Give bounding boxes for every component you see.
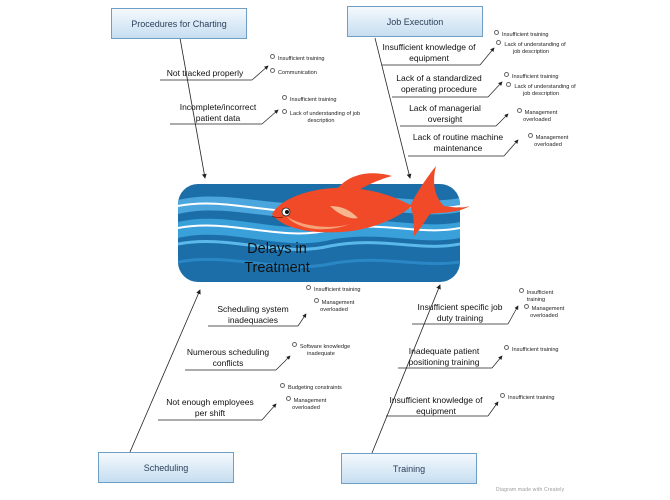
sub-cause: Insufficient training bbox=[282, 95, 337, 104]
bullet-icon bbox=[306, 285, 311, 290]
bullet-icon bbox=[280, 383, 285, 388]
problem-statement: Delays in Treatment bbox=[244, 241, 310, 276]
bullet-icon bbox=[504, 345, 509, 350]
bullet-icon bbox=[282, 95, 287, 100]
sub-cause: Lack of understanding of job description bbox=[502, 82, 580, 98]
sub-cause: Insufficient training bbox=[504, 72, 559, 81]
sub-cause: Insufficient training bbox=[500, 393, 555, 402]
cause-lack-of-managerial-oversight[interactable]: Lack of managerial oversight bbox=[409, 103, 481, 124]
sub-cause: Insufficient training bbox=[504, 345, 559, 354]
bullet-icon bbox=[270, 54, 275, 59]
sub-cause: Lack of understanding of job description bbox=[492, 40, 570, 56]
bullet-icon bbox=[494, 30, 499, 35]
sub-cause: Management overloaded bbox=[516, 304, 572, 320]
bullet-icon bbox=[523, 304, 529, 309]
bullet-icon bbox=[518, 288, 524, 293]
cause-insufficient-knowledge-of-equipment[interactable]: Insufficient knowledge of equipment bbox=[382, 42, 476, 63]
bullet-icon bbox=[500, 393, 505, 398]
cause-inadequate-positioning-training[interactable]: Inadequate patient positioning training bbox=[408, 346, 480, 367]
watermark: Diagram made with Creately bbox=[496, 487, 565, 493]
bullet-icon bbox=[527, 133, 533, 138]
sub-cause: Communication bbox=[270, 68, 317, 77]
bullet-icon bbox=[291, 342, 297, 347]
cause-numerous-scheduling-conflicts[interactable]: Numerous scheduling conflicts bbox=[186, 347, 270, 368]
main-bones bbox=[129, 37, 441, 454]
sub-cause: Insufficient training bbox=[270, 54, 325, 63]
bullet-icon bbox=[496, 40, 502, 45]
sub-cause: Insufficient training bbox=[516, 288, 556, 304]
cause-insufficient-job-duty-training[interactable]: Insufficient specific job duty training bbox=[417, 302, 503, 323]
cause-not-enough-employees[interactable]: Not enough employees per shift bbox=[166, 397, 254, 418]
category-training[interactable]: Training bbox=[341, 453, 477, 484]
sub-cause: Management overloaded bbox=[520, 133, 576, 149]
cause-lines bbox=[158, 47, 519, 421]
sub-cause: Management overloaded bbox=[306, 298, 362, 314]
sub-cause: Insufficient training bbox=[494, 30, 549, 39]
bullet-icon bbox=[313, 298, 319, 303]
bullet-icon bbox=[516, 108, 522, 113]
cause-lack-of-routine-maintenance[interactable]: Lack of routine machine maintenance bbox=[412, 132, 504, 153]
bullet-icon bbox=[504, 72, 509, 77]
cause-incomplete-patient-data[interactable]: Incomplete/incorrect patient data bbox=[179, 102, 257, 123]
sub-cause: Management overloaded bbox=[508, 108, 566, 124]
sub-cause: Management overloaded bbox=[278, 396, 334, 412]
sub-cause: Budgeting constraints bbox=[280, 383, 342, 392]
category-scheduling[interactable]: Scheduling bbox=[98, 452, 234, 483]
bullet-icon bbox=[270, 68, 275, 73]
cause-not-tracked-properly[interactable]: Not tracked properly bbox=[166, 68, 244, 78]
bullet-icon bbox=[281, 109, 287, 114]
sub-cause: Software knowledge inadequate bbox=[290, 342, 352, 358]
cause-insufficient-knowledge-equipment[interactable]: Insufficient knowledge of equipment bbox=[389, 395, 483, 416]
bullet-icon bbox=[506, 82, 512, 87]
cause-lack-of-standardized-procedure[interactable]: Lack of a standardized operating procedu… bbox=[396, 73, 482, 94]
sub-cause: Lack of understanding of job description bbox=[280, 109, 362, 125]
category-procedures-for-charting[interactable]: Procedures for Charting bbox=[111, 8, 247, 39]
cause-scheduling-system-inadequacies[interactable]: Scheduling system inadequacies bbox=[217, 304, 289, 325]
category-job-execution[interactable]: Job Execution bbox=[347, 6, 483, 37]
sub-cause: Insufficient training bbox=[306, 285, 361, 294]
bullet-icon bbox=[285, 396, 291, 401]
fish-icon bbox=[271, 166, 470, 236]
